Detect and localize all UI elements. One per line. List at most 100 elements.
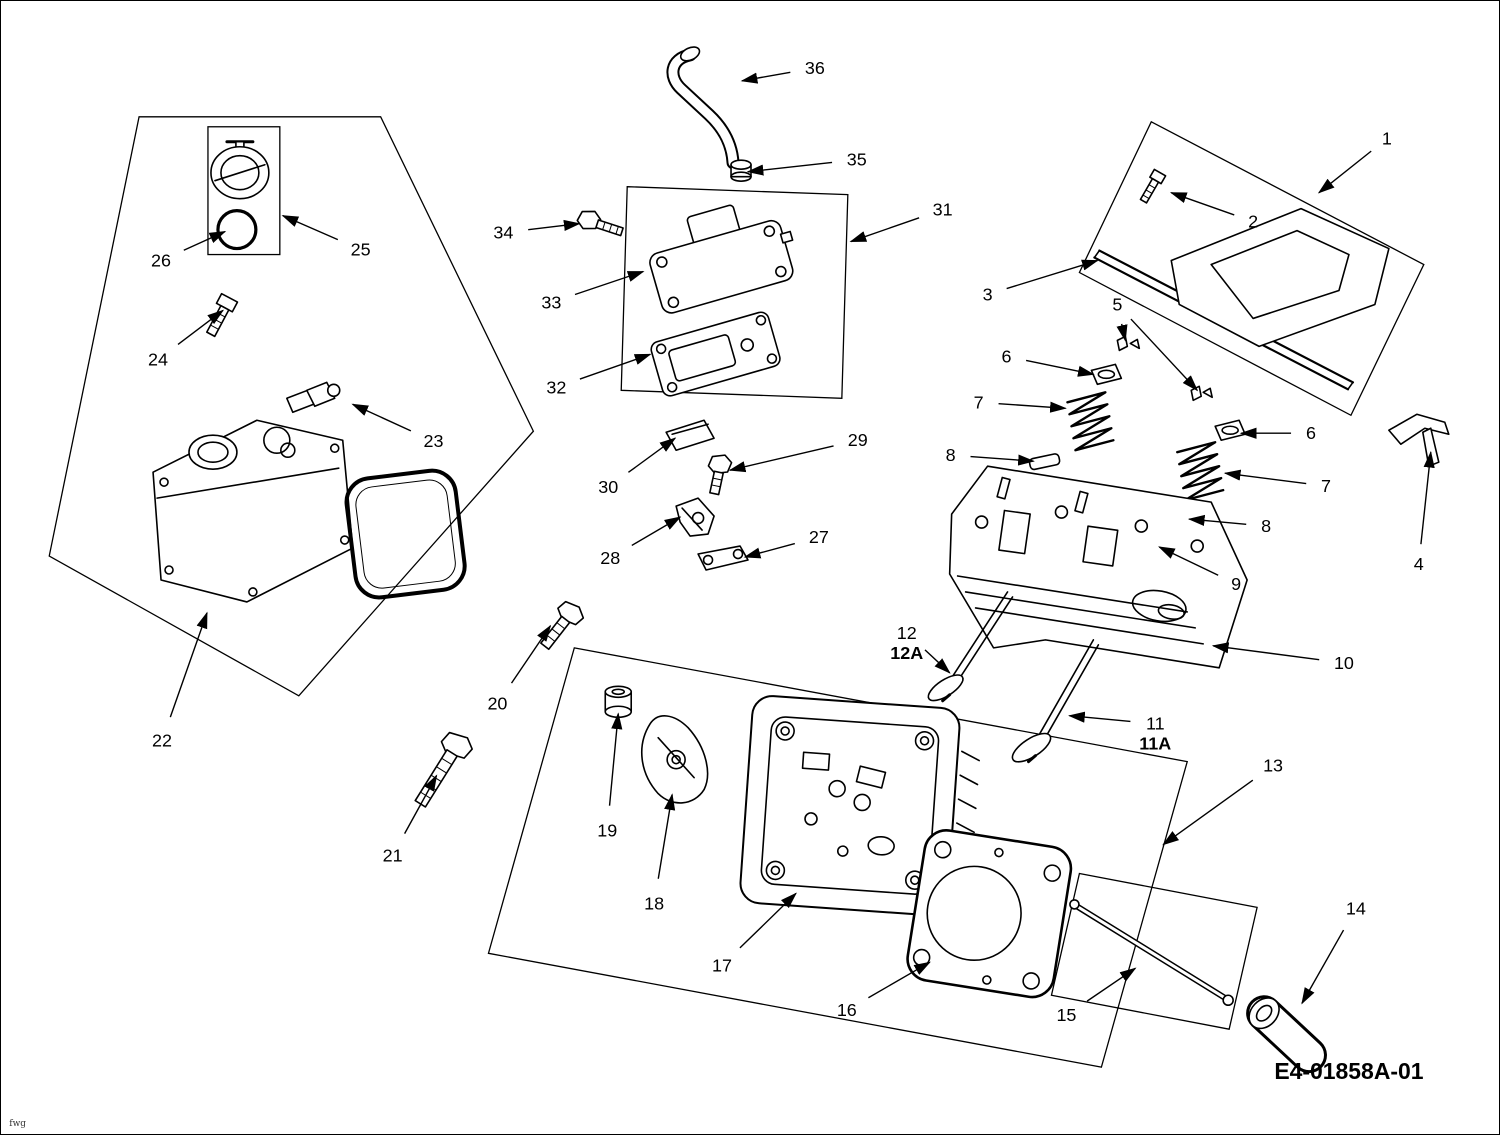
part-bracket-4 [1388, 413, 1450, 467]
leader-line-26 [183, 230, 227, 251]
leader-line-5 [1116, 323, 1128, 342]
part-spring-cap-8a [1028, 453, 1061, 471]
callout-4: 4 [1414, 554, 1424, 574]
part-clip-28 [675, 497, 715, 537]
callout-10: 10 [1334, 653, 1354, 673]
part-bolt-29 [707, 454, 733, 496]
leader-line-1 [1317, 150, 1372, 194]
part-bolt-34 [576, 210, 624, 237]
leader-line-11 [1068, 711, 1131, 723]
leader-line-15 [1086, 967, 1137, 1002]
leader-line-7 [1223, 469, 1307, 485]
leader-line-22 [169, 611, 208, 718]
part-cylinder-head-10 [948, 465, 1248, 669]
leader-line-18 [657, 793, 676, 879]
leader-line-16 [868, 961, 931, 999]
leader-line-12 [924, 649, 951, 674]
leader-line-24 [177, 309, 225, 345]
part-valve-spring-7a [1066, 391, 1115, 452]
boundary-box-fuel-cap [207, 126, 281, 256]
callout-8: 8 [1261, 516, 1271, 536]
callout-13: 13 [1263, 756, 1283, 776]
callout-14: 14 [1346, 898, 1366, 918]
leader-line-21 [403, 774, 438, 834]
leader-line-14 [1301, 929, 1345, 1005]
callout-12: 12 [897, 623, 917, 643]
boundary-box-cylinder-head [487, 647, 1189, 1068]
leader-line-23 [351, 403, 412, 432]
part-valve-11 [1011, 639, 1100, 764]
leader-line-33 [574, 270, 645, 296]
callout-16: 16 [837, 1000, 857, 1020]
leader-line-3 [1006, 259, 1099, 290]
callout-11: 11 [1146, 714, 1165, 734]
leader-line-5 [1130, 318, 1199, 392]
part-drawings [152, 46, 1450, 1074]
callout-28: 28 [600, 548, 620, 568]
part-rocker-arm-18 [640, 715, 709, 804]
callout-24: 24 [148, 349, 168, 369]
part-spring-retainer-6a [1090, 363, 1123, 386]
part-o-ring [216, 209, 258, 251]
part-breather-plate-32 [650, 311, 781, 397]
part-bolt-20 [540, 600, 585, 651]
callout-15: 15 [1056, 1005, 1076, 1025]
leader-line-13 [1162, 779, 1254, 846]
part-grommet-35 [730, 159, 752, 182]
leader-line-2 [1169, 192, 1235, 216]
callout-7: 7 [1321, 476, 1331, 496]
part-valve-cover-left [152, 419, 354, 603]
callout-23: 23 [424, 431, 444, 451]
part-cover-gasket [344, 468, 467, 600]
callout-29: 29 [848, 430, 868, 450]
callout-5: 5 [1112, 294, 1122, 314]
boundary-boxes [48, 116, 1425, 1068]
boundary-box-breather [620, 186, 849, 399]
part-breather-tube [666, 46, 740, 170]
leader-line-9 [1158, 546, 1219, 576]
part-spring-retainer-6b [1214, 419, 1246, 442]
part-valve-cover-right [1170, 207, 1390, 348]
part-clip-27 [697, 545, 749, 571]
leader-line-28 [631, 516, 682, 547]
leader-line-8 [1187, 514, 1247, 527]
callout-20: 20 [487, 694, 507, 714]
callout-3: 3 [983, 284, 993, 304]
part-bolt-21 [414, 731, 473, 808]
callout-27: 27 [809, 527, 829, 547]
leader-line-27 [743, 542, 796, 559]
callout-18: 18 [644, 893, 664, 913]
callout-6: 6 [1002, 346, 1012, 366]
callout-36: 36 [805, 58, 825, 78]
callout-25: 25 [351, 240, 371, 260]
part-valve-seal-19 [604, 685, 633, 719]
callout-31: 31 [933, 200, 953, 220]
part-pushrod-tube-14 [1246, 995, 1327, 1074]
callout-34: 34 [493, 223, 513, 243]
callout-1: 1 [1382, 129, 1392, 149]
leader-line-17 [739, 892, 797, 949]
part-fuel-cap [210, 140, 270, 200]
callout-26: 26 [151, 251, 171, 271]
callout-21: 21 [383, 845, 403, 865]
callout-8: 8 [946, 445, 956, 465]
part-valve-spring-7b [1176, 441, 1225, 502]
leader-line-4 [1420, 450, 1435, 545]
drawing-number: E4-01858A-01 [1274, 1058, 1423, 1084]
leader-line-20 [510, 624, 552, 684]
part-bolt-24 [206, 292, 239, 338]
part-head-gasket-16 [906, 829, 1073, 999]
leader-line-7 [998, 401, 1067, 413]
part-valve-12 [927, 591, 1014, 703]
leader-line-32 [579, 353, 652, 380]
callout-33: 33 [541, 292, 561, 312]
callout-17: 17 [712, 955, 732, 975]
callout-19: 19 [597, 821, 617, 841]
part-breather-cover-33 [649, 204, 794, 314]
callout-35: 35 [847, 150, 867, 170]
callout-32: 32 [546, 377, 566, 397]
part-screw-2 [1139, 168, 1167, 204]
corner-mark: fwg [9, 1119, 26, 1129]
